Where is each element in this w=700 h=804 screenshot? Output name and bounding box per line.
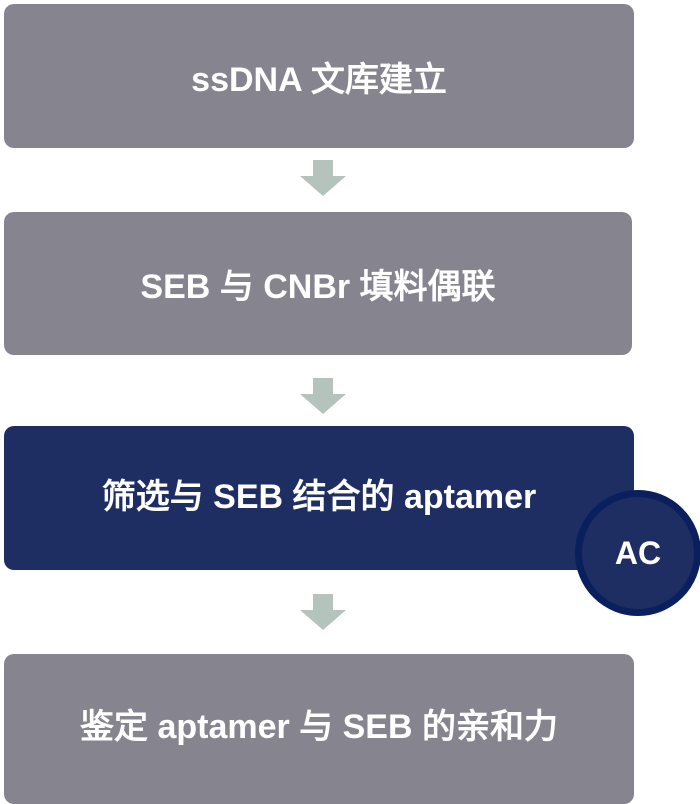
arrow-down-icon — [300, 160, 346, 196]
arrow-down-icon — [300, 378, 346, 414]
step-label: SEB 与 CNBr 填料偶联 — [140, 268, 496, 306]
arrow-down-icon — [300, 594, 346, 630]
step-label: 鉴定 aptamer 与 SEB 的亲和力 — [80, 707, 558, 746]
step-aptamer-screening: 筛选与 SEB 结合的 aptamer — [4, 426, 634, 570]
step-label: ssDNA 文库建立 — [191, 60, 447, 99]
step-affinity-identification: 鉴定 aptamer 与 SEB 的亲和力 — [4, 654, 634, 804]
ac-badge: AC — [575, 490, 700, 616]
badge-label: AC — [614, 534, 662, 571]
step-label: 筛选与 SEB 结合的 aptamer — [101, 477, 537, 516]
step-seb-coupling: SEB 与 CNBr 填料偶联 — [4, 212, 632, 355]
step-library-construction: ssDNA 文库建立 — [4, 4, 634, 148]
